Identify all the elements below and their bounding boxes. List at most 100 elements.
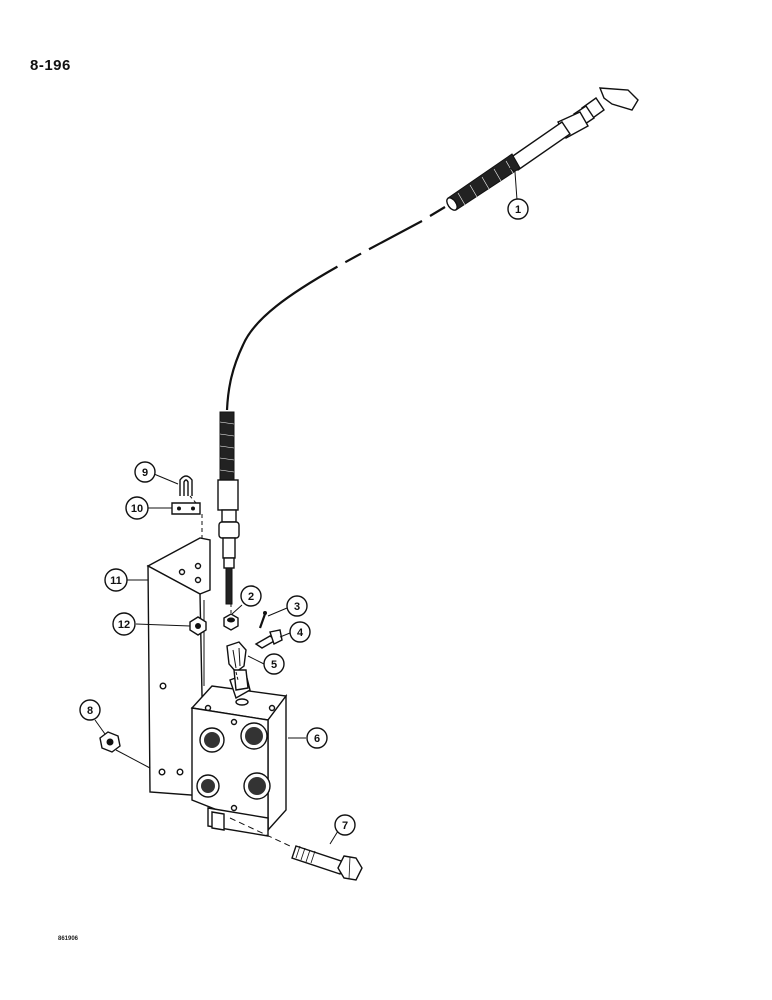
callout-9-circle [134, 461, 156, 483]
callout-3: 3 [286, 595, 308, 617]
clamp-plate-body [171, 502, 201, 515]
page-number: 8-196 [30, 57, 71, 74]
leader-9 [153, 473, 179, 485]
clamp-plate-hole-a [177, 506, 181, 511]
callout-10-number: 10 [131, 503, 143, 515]
clip-inner [183, 479, 189, 496]
callout-4: 4 [289, 621, 311, 643]
valve-spool-seal [235, 698, 249, 706]
leader-5 [247, 655, 265, 665]
pin-head [263, 611, 267, 615]
valve-end-cap [211, 811, 225, 831]
leader-1 [509, 167, 518, 201]
cable-lower-collar [221, 509, 237, 523]
nut-8 [99, 731, 121, 753]
callout-4-number: 4 [297, 627, 304, 639]
cable-upper-tube [509, 121, 571, 171]
callout-12-circle [112, 612, 136, 636]
callout-10: 10 [125, 496, 149, 520]
callout-2-number: 2 [248, 591, 254, 603]
clamp-plate-hole-b [191, 506, 195, 511]
clamp-plate [171, 502, 201, 515]
valve-top-hole-b [268, 704, 276, 712]
cable-flexible [225, 220, 423, 411]
leader-lines [94, 167, 518, 847]
cable-segment-a [429, 206, 446, 217]
dash-valve-bolt7 [229, 817, 291, 847]
valve-mount-hole-b [230, 804, 238, 812]
callout-6-circle [306, 727, 328, 749]
leader-12 [135, 623, 191, 627]
callout-8-number: 8 [87, 705, 93, 717]
clevis-body [226, 641, 247, 673]
callout-7-circle [334, 814, 356, 836]
clevis [226, 641, 247, 673]
cable-sheath-end [446, 197, 458, 211]
callout-5-number: 5 [271, 659, 277, 671]
cable-lower-ferrule [223, 557, 235, 569]
bracket-hole-4 [159, 682, 167, 690]
callout-9-number: 9 [142, 467, 148, 479]
callout-3-number: 3 [294, 601, 300, 613]
valve-side-face [267, 693, 287, 832]
pin-shaft [258, 613, 267, 629]
cable-lower-fitting [217, 479, 239, 511]
cable-rod-end [225, 567, 233, 605]
leader-2 [231, 604, 243, 615]
nut-12-hole [195, 623, 201, 629]
callout-11: 11 [104, 568, 128, 592]
callout-8: 8 [79, 699, 101, 721]
cable-lower-nut [218, 521, 240, 539]
cable-thread-upper [447, 153, 521, 211]
callout-12-number: 12 [118, 619, 130, 631]
leader-7 [329, 830, 339, 845]
bolt-7-shank [291, 845, 345, 875]
cable-lower-sleeve [222, 537, 236, 559]
callout-10-circle [125, 496, 149, 520]
callout-1-number: 1 [515, 204, 521, 216]
clip [179, 475, 193, 496]
nut-12 [189, 616, 207, 636]
nut-2-hole [227, 617, 235, 623]
leader-8 [94, 719, 106, 735]
nut-2 [223, 613, 239, 631]
callout-1: 1 [507, 198, 529, 220]
control-valve [190, 669, 288, 837]
callout-6: 6 [306, 727, 328, 749]
callout-8-circle [79, 699, 101, 721]
cable-t-handle [598, 87, 639, 111]
valve-spool [233, 669, 249, 691]
bracket-hole-5 [158, 768, 166, 776]
callout-5: 5 [263, 653, 285, 675]
valve-port-lower-right-bore [248, 777, 266, 795]
bolt-4-head [269, 629, 283, 645]
callout-7: 7 [334, 814, 356, 836]
leader-3 [267, 607, 288, 617]
valve-mount-hole-a [230, 718, 238, 726]
dash-clip-plate [189, 495, 197, 504]
bracket-hole-1 [178, 568, 186, 576]
bracket-hole-6 [176, 768, 184, 776]
callout-1-circle [507, 198, 529, 220]
callout-6-number: 6 [314, 733, 320, 745]
callout-3-circle [286, 595, 308, 617]
bolt-7-head [337, 855, 363, 881]
figure-code: 861906 [58, 936, 79, 942]
line-nut8-bracket [115, 749, 151, 769]
cotter-pin [258, 611, 267, 629]
callout-5-circle [263, 653, 285, 675]
valve-port-lower-left-bore [201, 779, 215, 793]
leader-4 [279, 632, 291, 638]
valve-port-upper-right-bore [245, 727, 263, 745]
callout-9: 9 [134, 461, 156, 483]
callout-2-circle [240, 585, 262, 607]
control-cable [217, 87, 639, 605]
bolt-4 [254, 629, 283, 649]
bracket-hole-3 [194, 576, 202, 584]
dash-clevis-spool [235, 671, 239, 681]
callout-7-number: 7 [342, 820, 348, 832]
callout-11-number: 11 [110, 575, 122, 587]
callout-12: 12 [112, 612, 136, 636]
clevis-slot [232, 649, 237, 669]
